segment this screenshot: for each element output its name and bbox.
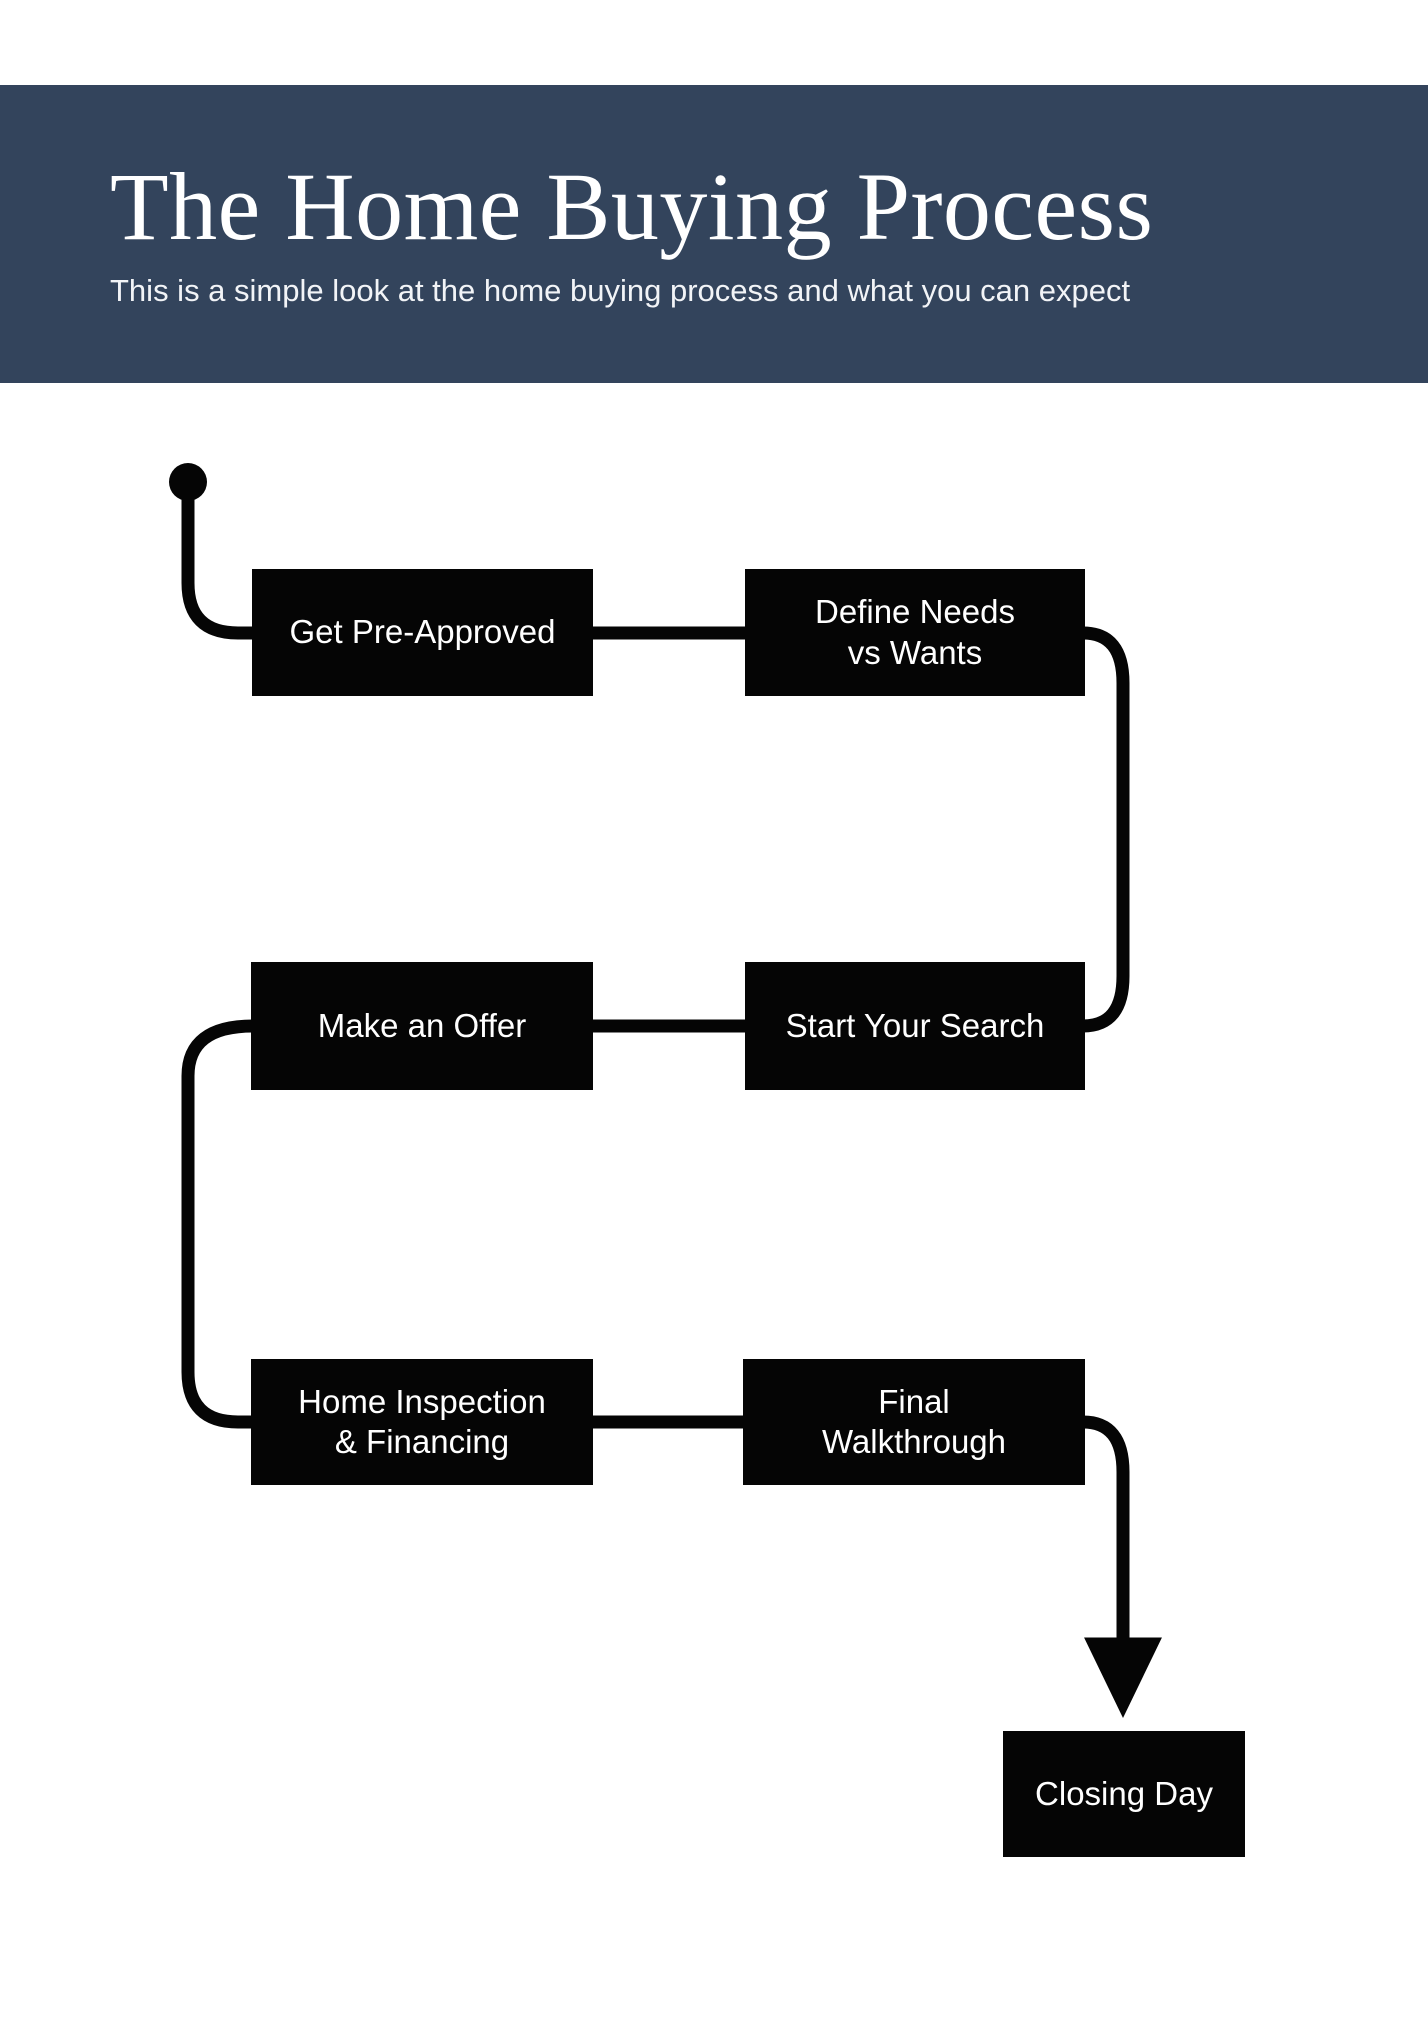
flow-node-get-pre-approved[interactable]: Get Pre-Approved [252,569,593,696]
edge-define-needs-to-start-your-search [1082,626,1130,1033]
flow-node-label: Define Needs vs Wants [815,593,1015,671]
edge-start-to-get-pre-approved [181,482,254,640]
flow-node-label: Make an Offer [317,1006,527,1044]
flow-node-define-needs[interactable]: Define Needs vs Wants [745,569,1085,696]
page-subtitle: This is a simple look at the home buying… [110,273,1131,309]
flowchart: Get Pre-Approved Define Needs vs Wants M… [0,383,1428,2028]
flow-node-label: Start Your Search [785,1006,1045,1044]
flow-node-label: Home Inspection & Financing [298,1382,546,1460]
flow-node-label: Final Walkthrough [821,1382,1007,1460]
flow-node-label: Closing Day [1035,1774,1213,1812]
edge-make-an-offer-to-home-inspection [181,1019,254,1429]
flow-node-start-your-search[interactable]: Start Your Search [745,962,1085,1090]
flow-node-closing-day[interactable]: Closing Day [1003,1731,1245,1857]
flow-node-make-an-offer[interactable]: Make an Offer [251,962,593,1090]
page-title: The Home Buying Process [110,153,1154,261]
edge-final-walkthrough-to-closing-day [1082,1415,1162,1718]
flow-node-label: Get Pre-Approved [289,613,556,651]
header-banner: The Home Buying Process This is a simple… [0,85,1428,383]
flow-node-final-walkthrough[interactable]: Final Walkthrough [743,1359,1085,1485]
flow-node-home-inspection[interactable]: Home Inspection & Financing [251,1359,593,1485]
start-dot-icon [169,463,207,501]
